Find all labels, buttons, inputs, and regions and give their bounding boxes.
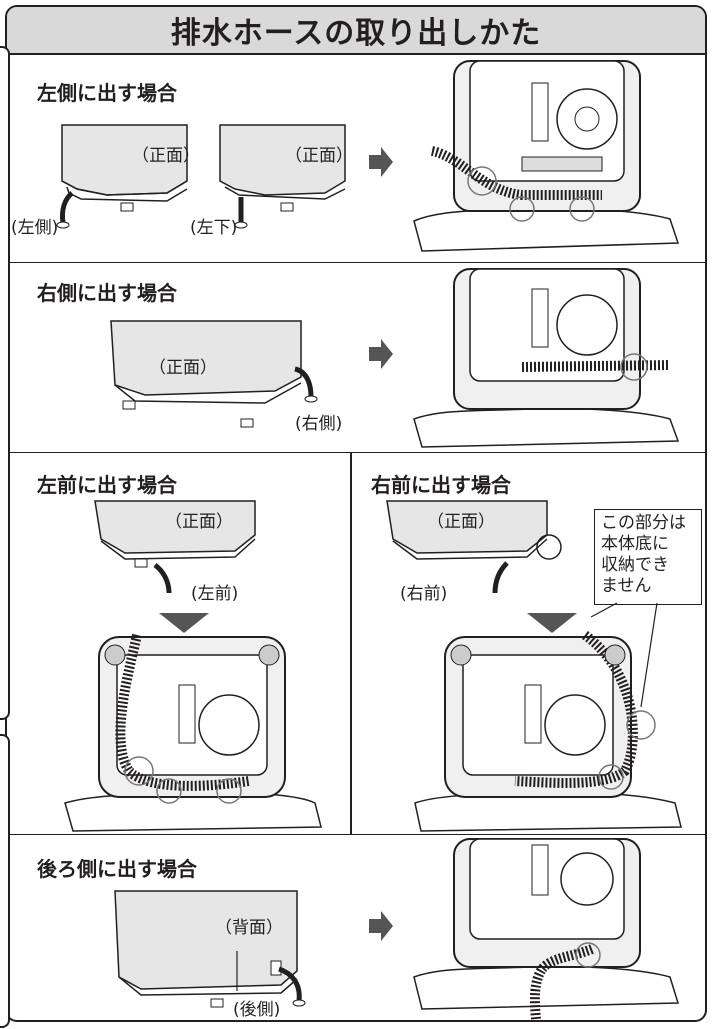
washer-front-illustration [94, 500, 256, 594]
back-label: （背面） [215, 918, 283, 938]
left-side-label: (左側) [11, 218, 59, 238]
arrow-right-icon [369, 339, 393, 369]
washer-base-diagram [413, 268, 680, 448]
washer-back-illustration [114, 890, 306, 1008]
side-tab [0, 46, 10, 720]
callout-leader-line [590, 602, 658, 708]
instruction-panel: 排水ホースの取り出しかた 左側に出す場合 （正面） (左側) （正面） (左下) [5, 5, 707, 1022]
callout-line: この部分は [601, 513, 686, 533]
side-tab [0, 734, 10, 1028]
washer-base-diagram [413, 60, 680, 252]
callout-line: 本体底に [601, 534, 669, 554]
section-title: 右前に出す場合 [371, 473, 511, 497]
washer-base-diagram [414, 630, 682, 832]
section-title: 右側に出す場合 [37, 281, 177, 305]
left-down-label: (左下) [190, 218, 238, 238]
section-right-side: 右側に出す場合 （正面） (右側) [7, 263, 705, 453]
callout-line: 収納でき [601, 555, 669, 575]
section-front: 左前に出す場合 （正面） (左前) 右前に出す場合 [7, 453, 705, 835]
callout-line: ません [601, 576, 652, 596]
right-side-label: (右側) [295, 414, 343, 434]
washer-front-illustration [110, 320, 318, 428]
right-front-label: (右前) [400, 584, 448, 604]
note-callout: この部分は 本体底に 収納でき ません [594, 509, 702, 605]
washer-base-diagram [413, 838, 680, 1020]
title-bar: 排水ホースの取り出しかた [7, 7, 705, 55]
front-label: （正面） [149, 358, 217, 378]
arrow-right-icon [369, 911, 393, 941]
arrow-down-icon [527, 613, 577, 633]
front-label: （正面） [427, 512, 495, 532]
back-side-label: (後側) [233, 1000, 281, 1020]
arrow-right-icon [369, 147, 393, 177]
front-label: （正面） [165, 512, 233, 532]
washer-front-illustration [56, 124, 188, 229]
washer-front-illustration [219, 124, 346, 229]
section-title: 左前に出す場合 [37, 473, 177, 497]
section-left-side: 左側に出す場合 （正面） (左側) （正面） (左下) [7, 53, 705, 263]
washer-base-diagram [64, 633, 322, 832]
column-divider [350, 453, 352, 834]
section-title: 後ろ側に出す場合 [37, 857, 197, 881]
section-back-side: 後ろ側に出す場合 （背面） (後側) [7, 835, 705, 1020]
front-label: （正面） [132, 146, 200, 166]
arrow-down-icon [159, 613, 209, 633]
page-title: 排水ホースの取り出しかた [170, 16, 542, 51]
section-title: 左側に出す場合 [37, 81, 177, 105]
front-label: （正面） [285, 146, 353, 166]
left-front-label: (左前) [191, 584, 239, 604]
washer-front-illustration [386, 500, 562, 594]
